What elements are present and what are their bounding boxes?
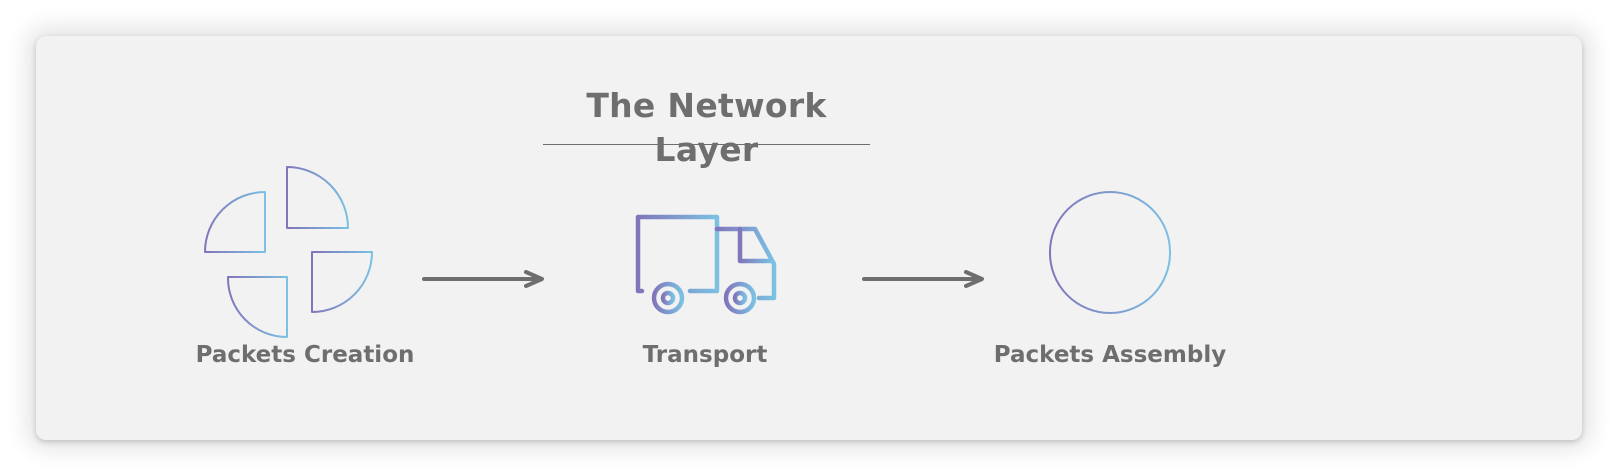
assembled-circle-icon — [1048, 190, 1172, 315]
title-underline — [543, 144, 870, 145]
arrow-right-icon — [862, 270, 984, 288]
diagram-card — [36, 36, 1582, 440]
truck-icon — [635, 214, 777, 315]
stage-label-packets-assembly: Packets Assembly — [993, 342, 1227, 368]
diagram-title: The Network Layer — [586, 86, 827, 169]
scattered-quarter-circles-icon — [204, 166, 373, 338]
stage-label-packets-creation: Packets Creation — [195, 342, 415, 368]
stage-label-transport: Transport — [642, 342, 768, 368]
arrow-right-icon — [422, 270, 544, 288]
